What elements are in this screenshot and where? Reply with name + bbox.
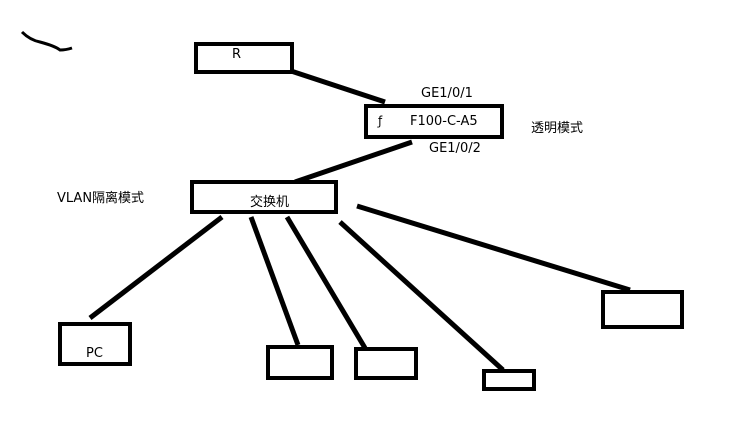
- host-node-1: [266, 345, 334, 380]
- switch-node: 交换机: [190, 180, 338, 214]
- link-switch-host2: [284, 215, 368, 350]
- pc-node: PC: [58, 322, 132, 366]
- link-switch-host4: [356, 203, 631, 293]
- host-node-4: [601, 290, 684, 329]
- firewall-icon: ƒ: [378, 114, 383, 128]
- router-label: R: [232, 47, 242, 62]
- link-switch-host1: [248, 216, 301, 346]
- link-firewall-switch: [294, 139, 413, 185]
- port-ge1-0-2-label: GE1/0/2: [429, 141, 481, 156]
- pc-label: PC: [86, 346, 103, 361]
- router-node: R: [194, 42, 294, 74]
- link-switch-pc: [88, 215, 224, 320]
- firewall-label: F100-C-A5: [410, 114, 478, 129]
- host-node-2: [354, 347, 418, 380]
- link-router-firewall: [287, 67, 386, 105]
- link-switch-host3: [338, 220, 505, 372]
- corner-scribble: [20, 30, 73, 52]
- port-ge1-0-1-label: GE1/0/1: [421, 86, 473, 101]
- firewall-mode-label: 透明模式: [531, 121, 584, 136]
- switch-label: 交换机: [250, 195, 290, 210]
- host-node-3: [482, 369, 536, 391]
- firewall-node: ƒ F100-C-A5: [364, 104, 504, 139]
- switch-mode-label: VLAN隔离模式: [57, 191, 145, 206]
